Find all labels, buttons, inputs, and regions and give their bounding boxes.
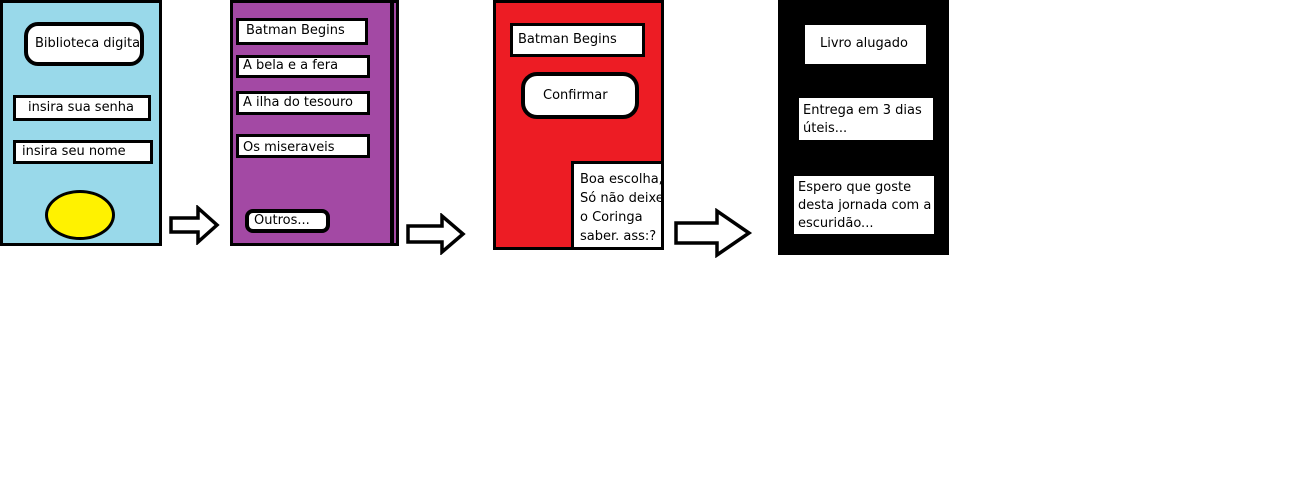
delivery-line: úteis... xyxy=(803,121,848,136)
joke-note-line: Boa escolha, xyxy=(580,172,663,187)
password-field[interactable]: insira sua senha xyxy=(13,95,151,121)
login-screen: Biblioteca digital insira sua senha insi… xyxy=(0,0,162,246)
name-field[interactable]: insira seu nome xyxy=(13,140,153,164)
rented-screen: Livro alugado Entrega em 3 dias úteis...… xyxy=(778,0,949,255)
delivery-info: Entrega em 3 dias úteis... xyxy=(799,98,933,140)
joke-note-line: saber. ass:? xyxy=(580,229,657,244)
confirm-screen: Batman Begins Confirmar Boa escolha, Só … xyxy=(493,0,664,250)
joke-note: Boa escolha, Só não deixe o Coringa sabe… xyxy=(571,161,664,250)
submit-circle-button[interactable] xyxy=(45,190,115,240)
book-item-batman-begins[interactable]: Batman Begins xyxy=(236,18,368,45)
screen-edge-line xyxy=(390,3,394,243)
farewell-message: Espero que goste desta jornada com a esc… xyxy=(794,176,934,234)
farewell-line: Espero que goste xyxy=(798,180,912,195)
others-button[interactable]: Outros... xyxy=(245,209,330,233)
confirm-button[interactable]: Confirmar xyxy=(521,72,639,119)
right-arrow-icon xyxy=(674,208,753,258)
joke-note-line: Só não deixe xyxy=(580,191,664,206)
selected-book: Batman Begins xyxy=(510,23,645,57)
farewell-line: desta jornada com a xyxy=(798,198,932,213)
delivery-line: Entrega em 3 dias xyxy=(803,103,922,118)
book-item-a-ilha-do-tesouro[interactable]: A ilha do tesouro xyxy=(236,91,370,115)
book-item-os-miseraveis[interactable]: Os miseraveis xyxy=(236,134,370,158)
book-item-a-bela-e-a-fera[interactable]: A bela e a fera xyxy=(236,55,370,78)
rented-status: Livro alugado xyxy=(805,25,926,64)
book-list-screen: Batman Begins A bela e a fera A ilha do … xyxy=(230,0,399,246)
right-arrow-icon xyxy=(406,213,466,255)
app-title: Biblioteca digital xyxy=(24,22,144,66)
joke-note-line: o Coringa xyxy=(580,210,643,225)
right-arrow-icon xyxy=(169,205,220,245)
farewell-line: escuridão... xyxy=(798,216,874,231)
